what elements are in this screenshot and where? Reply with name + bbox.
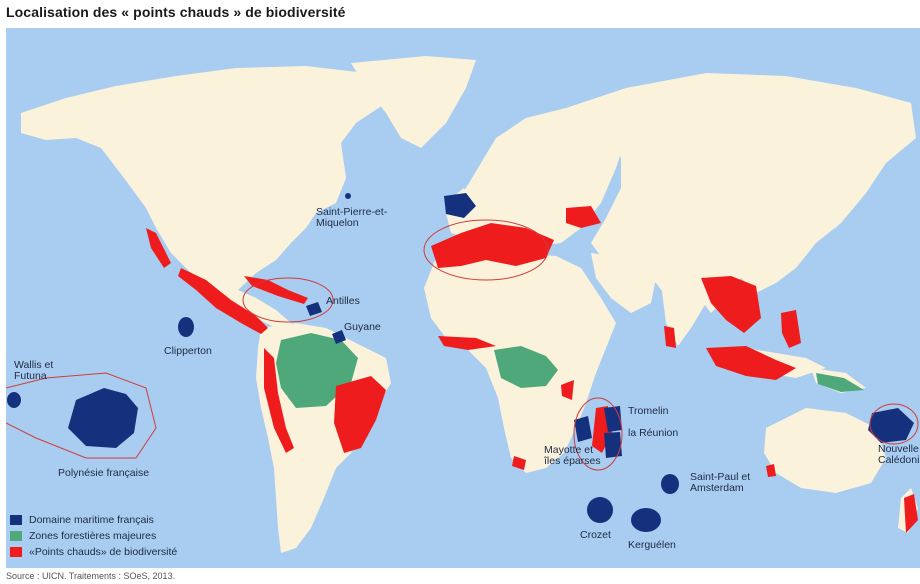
- forest-new-guinea: [816, 373, 864, 392]
- source-note: Source : UICN. Traitements : SOeS, 2013.: [6, 571, 176, 581]
- greenland: [351, 56, 476, 148]
- outlines: [6, 219, 919, 471]
- hotspot-mesoamerica: [178, 268, 268, 334]
- label-tromelin: Tromelin: [628, 405, 669, 417]
- hotspot-east-africa: [561, 380, 574, 400]
- legend: Domaine maritime français Zones forestiè…: [10, 512, 177, 560]
- outline-ocean-indien: [573, 397, 623, 471]
- legend-swatch-maritime: [10, 515, 22, 525]
- maritime-kerguelen: [631, 508, 661, 532]
- label-spm: Saint-Pierre-et-Miquelon: [316, 206, 388, 229]
- label-guyane: Guyane: [344, 321, 381, 333]
- maritime-stpaul: [661, 474, 679, 494]
- label-polynesie: Polynésie française: [58, 467, 149, 479]
- maritime-crozet: [587, 497, 613, 523]
- maritime-metropole: [444, 193, 476, 218]
- outline-antilles: [242, 277, 334, 323]
- legend-label-forest: Zones forestières majeures: [29, 530, 157, 542]
- legend-swatch-hotspot: [10, 547, 22, 557]
- label-crozet: Crozet: [580, 529, 611, 541]
- legend-item-forest: Zones forestières majeures: [10, 528, 177, 544]
- hotspot-indo-burma: [701, 276, 761, 333]
- outline-polynesie: [6, 372, 157, 459]
- label-clipperton: Clipperton: [164, 345, 212, 357]
- hotspot-new-zealand: [904, 494, 918, 533]
- japan: [828, 193, 848, 228]
- label-kerguelen: Kerguélen: [628, 539, 676, 551]
- hotspot-andes: [264, 348, 294, 453]
- asia: [566, 73, 916, 313]
- hotspot-caucasus: [566, 206, 601, 228]
- australia: [764, 408, 886, 493]
- hotspot-philippines: [781, 310, 801, 348]
- label-antilles: Antilles: [326, 295, 360, 307]
- maritime-spm: [345, 193, 351, 199]
- maritime-mayotte: [574, 416, 592, 442]
- map-title: Localisation des « points chauds » de bi…: [6, 4, 346, 20]
- maritime-domains: [7, 193, 914, 532]
- label-reunion: la Réunion: [628, 427, 678, 439]
- maritime-polynesie: [68, 388, 138, 448]
- legend-item-maritime: Domaine maritime français: [10, 512, 177, 528]
- hotspot-west-africa: [438, 336, 496, 350]
- hotspot-sw-australia: [766, 464, 776, 477]
- hotspot-cerrado: [334, 376, 386, 453]
- hotspot-mediterranean: [431, 223, 554, 268]
- north-america: [21, 66, 401, 340]
- label-nc: NouvelleCalédonie: [878, 443, 920, 466]
- maritime-antilles: [306, 302, 322, 316]
- maritime-nc: [868, 408, 914, 443]
- forest-congo: [494, 346, 558, 388]
- arabia: [591, 253, 656, 313]
- maritime-guyane: [332, 330, 346, 344]
- maritime-clipperton: [178, 317, 194, 337]
- outline-nc: [869, 403, 919, 445]
- maritime-wallis: [7, 392, 21, 408]
- maritime-reunion: [604, 432, 622, 458]
- place-labels: Saint-Pierre-et-Miquelon Antilles Guyane…: [14, 206, 920, 551]
- hotspot-cape: [512, 456, 526, 470]
- legend-label-maritime: Domaine maritime français: [29, 514, 154, 526]
- world-map: Saint-Pierre-et-Miquelon Antilles Guyane…: [6, 28, 920, 568]
- hotspot-western-ghats: [664, 326, 676, 348]
- legend-swatch-forest: [10, 531, 22, 541]
- hotspot-california: [146, 228, 171, 268]
- hotspot-sundaland: [706, 346, 796, 380]
- legend-item-hotspot: «Points chauds» de biodiversité: [10, 544, 177, 560]
- legend-label-hotspot: «Points chauds» de biodiversité: [29, 546, 178, 558]
- outline-mediterranee: [423, 219, 549, 281]
